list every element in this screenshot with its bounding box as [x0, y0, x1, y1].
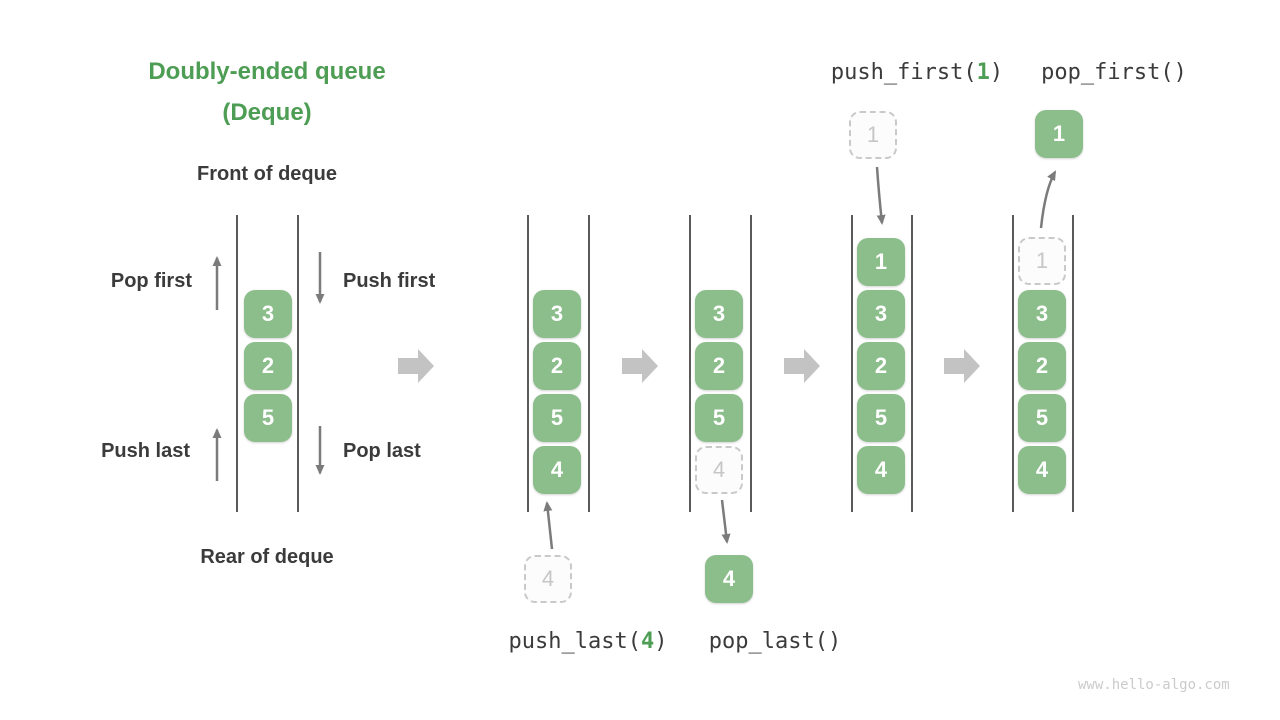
queue-cell: 5	[1018, 394, 1066, 442]
queue-wall-line	[297, 215, 299, 512]
queue-cell: 2	[695, 342, 743, 390]
watermark: www.hello-algo.com	[1078, 677, 1230, 693]
queue-cell: 5	[857, 394, 905, 442]
queue-cell: 5	[244, 394, 292, 442]
pop-first-code-label: pop_first()	[1041, 60, 1187, 85]
code-suffix: )	[654, 629, 668, 654]
code-prefix: push_first(	[830, 60, 977, 85]
queue-cell: 3	[244, 290, 292, 338]
pop-last-code-label: pop_last()	[708, 629, 842, 654]
queue-wall-line	[527, 215, 529, 512]
next-state-arrow	[398, 349, 434, 383]
next-state-arrow	[944, 349, 980, 383]
push-last-side-label: Push last	[101, 440, 190, 462]
queue-cell: 3	[857, 290, 905, 338]
queue-cell: 5	[695, 394, 743, 442]
queue-cell: 5	[533, 394, 581, 442]
incoming-value-box: 1	[849, 111, 897, 159]
queue-wall-line	[851, 215, 853, 512]
pop-first-side-label: Pop first	[110, 270, 192, 292]
pop-first-remove-arrow	[1039, 170, 1057, 229]
code-arg: 1	[976, 60, 990, 85]
queue-wall-line	[689, 215, 691, 512]
queue-cell: 3	[695, 290, 743, 338]
queue-cell: 4	[533, 446, 581, 494]
queue-wall-line	[911, 215, 913, 512]
push-first-insert-arrow	[875, 166, 886, 225]
queue-cell: 3	[1018, 290, 1066, 338]
queue-wall-line	[588, 215, 590, 512]
queue-cell: 2	[1018, 342, 1066, 390]
queue-cell: 2	[533, 342, 581, 390]
incoming-value-box: 4	[524, 555, 572, 603]
code-suffix: )	[989, 60, 1004, 85]
queue-cell: 4	[857, 446, 905, 494]
pop-last-remove-arrow	[720, 499, 731, 544]
queue-wall-line	[236, 215, 238, 512]
queue-cell: 1	[857, 238, 905, 286]
queue-wall-line	[1072, 215, 1074, 512]
diagram-title-line1: Doubly-ended queue	[148, 58, 386, 85]
outgoing-value-box: 4	[705, 555, 753, 603]
queue-wall-line	[1012, 215, 1014, 512]
rear-of-deque-label: Rear of deque	[200, 546, 334, 568]
code-prefix: push_last(	[508, 629, 641, 654]
push-last-insert-arrow	[543, 501, 554, 550]
front-of-deque-label: Front of deque	[197, 163, 337, 185]
diagram-title-line2: (Deque)	[222, 99, 312, 126]
code-arg: 4	[640, 629, 655, 654]
push-first-code-label: push_first(1)	[792, 60, 1042, 85]
queue-cell: 4	[1018, 446, 1066, 494]
push-last-code-label: push_last(4)	[463, 629, 713, 654]
queue-cell: 3	[533, 290, 581, 338]
queue-wall-line	[750, 215, 752, 512]
next-state-arrow	[784, 349, 820, 383]
removed-cell-ghost: 4	[695, 446, 743, 494]
next-state-arrow	[622, 349, 658, 383]
queue-cell: 2	[244, 342, 292, 390]
removed-cell-ghost: 1	[1018, 237, 1066, 285]
outgoing-value-box: 1	[1035, 110, 1083, 158]
push-first-side-label: Push first	[343, 270, 436, 292]
queue-cell: 2	[857, 342, 905, 390]
pop-last-side-label: Pop last	[343, 440, 421, 462]
